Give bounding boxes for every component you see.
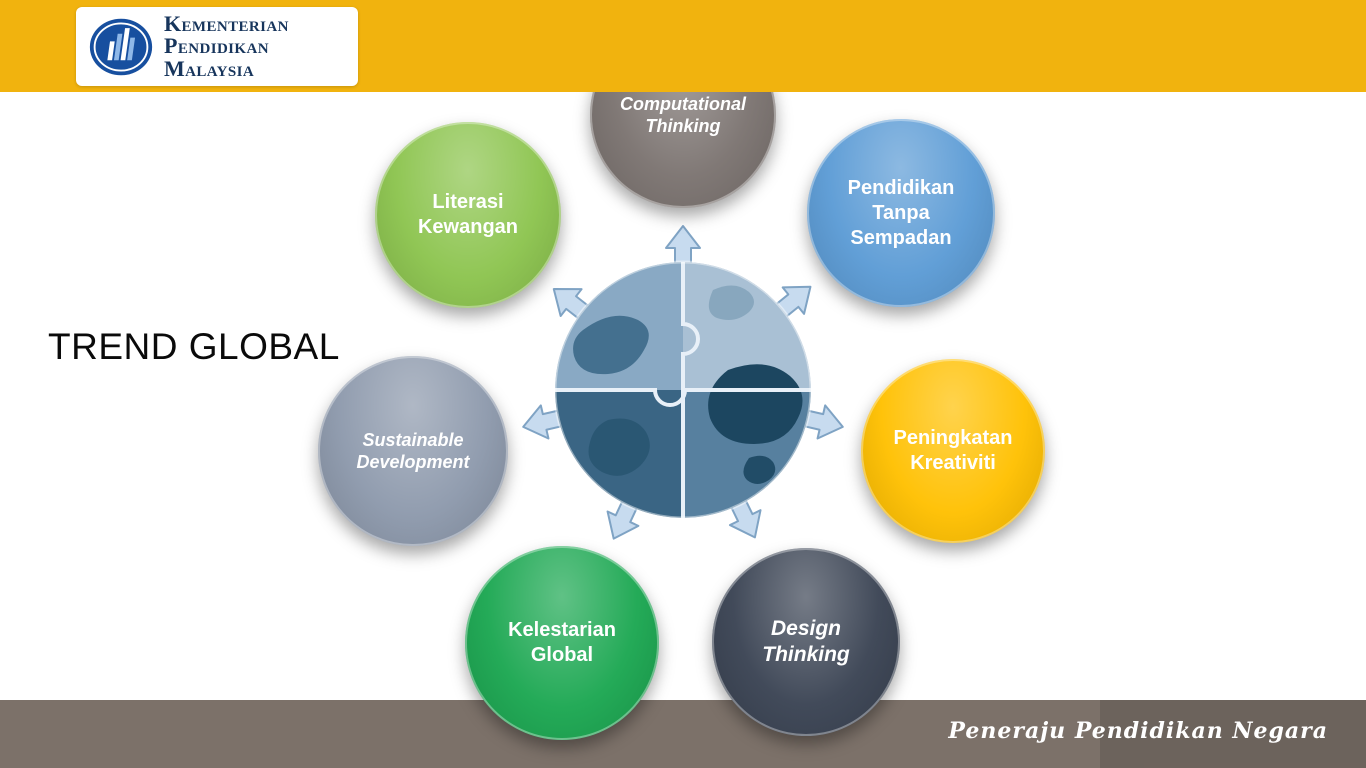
ministry-name-line2: Pendidikan — [164, 33, 269, 59]
node-label: Computational Thinking — [620, 93, 746, 137]
node-literasi-kewangan: Literasi Kewangan — [375, 122, 561, 308]
node-label: Design Thinking — [762, 616, 850, 666]
ministry-logo: Kementerian Pendidikan Malaysia — [76, 7, 358, 86]
header-bar: Kementerian Pendidikan Malaysia — [0, 0, 1366, 92]
footer-tagline: Peneraju Pendidikan Negara — [948, 718, 1328, 744]
node-label: Sustainable Development — [356, 429, 470, 473]
node-peningkatan-kreativiti: Peningkatan Kreativiti — [861, 359, 1045, 543]
footer-bar: Peneraju Pendidikan Negara — [0, 700, 1366, 768]
ministry-name-line1: Kementerian — [164, 10, 289, 36]
node-label: Pendidikan Tanpa Sempadan — [847, 176, 955, 249]
slide-title: TREND GLOBAL — [48, 326, 340, 367]
node-pendidikan-tanpa-sempadan: Pendidikan Tanpa Sempadan — [807, 119, 995, 307]
node-label: Peningkatan Kreativiti — [893, 427, 1013, 474]
node-label: Literasi Kewangan — [417, 191, 519, 238]
kpm-emblem-icon — [89, 18, 153, 75]
radial-arrow-icon — [665, 225, 701, 267]
ministry-name: Kementerian Pendidikan Malaysia — [164, 10, 289, 81]
ministry-name-line3: Malaysia — [164, 55, 255, 81]
node-design-thinking: Design Thinking — [712, 548, 900, 736]
footer-accent — [1100, 700, 1366, 768]
node-kelestarian-global: Kelestarian Global — [465, 546, 659, 740]
node-label: Kelestarian Global — [508, 619, 616, 666]
node-sustainable-development: Sustainable Development — [318, 356, 508, 546]
globe-puzzle-icon — [518, 225, 848, 547]
